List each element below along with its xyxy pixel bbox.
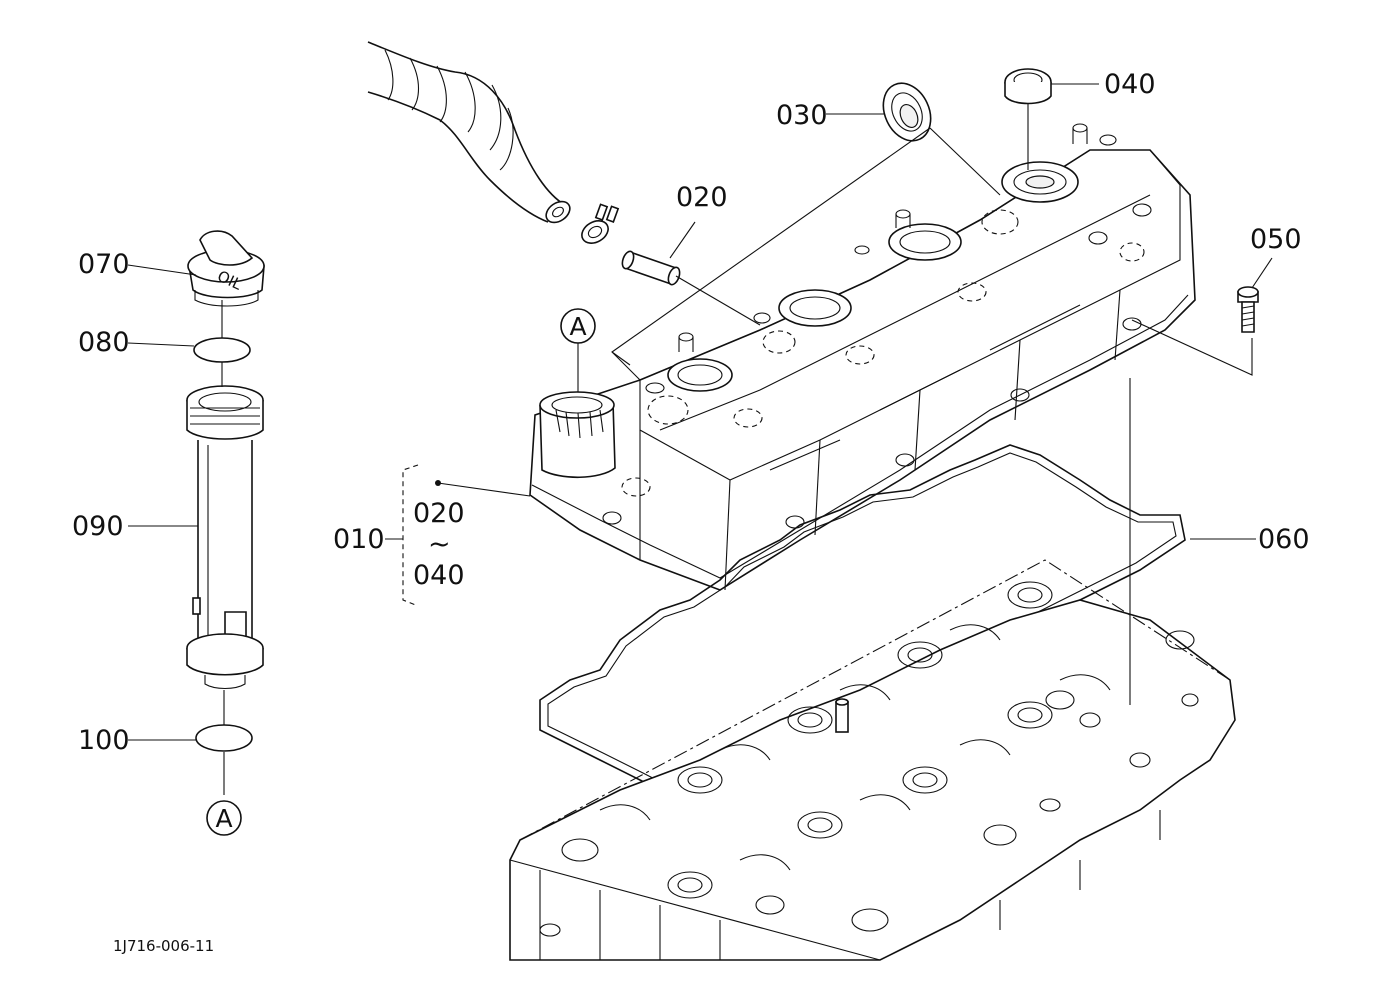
oil-filler-cap: OIL: [187, 230, 265, 307]
oil-filler-tube: [186, 385, 264, 690]
leader-lines: [127, 83, 1273, 795]
seal-030: [882, 82, 932, 142]
part-labels: 070 080 090 100 020 030 040 050 060 010 …: [72, 69, 1310, 756]
label-060: 060: [1258, 524, 1310, 555]
hose-clamp: [581, 203, 620, 244]
drawing-code: 1J716-006-11: [113, 937, 214, 955]
label-030: 030: [776, 100, 828, 131]
range-to: 040: [413, 560, 465, 591]
svg-text:A: A: [569, 312, 586, 341]
callout-a-bottom: A: [206, 800, 242, 836]
label-070: 070: [78, 249, 130, 280]
svg-text:A: A: [215, 804, 232, 833]
label-090: 090: [72, 511, 124, 542]
cylinder-head: [509, 559, 1236, 961]
o-ring-100: [195, 724, 253, 752]
label-010: 010: [333, 524, 385, 555]
label-020: 020: [676, 182, 728, 213]
label-040: 040: [1104, 69, 1156, 100]
label-050: 050: [1250, 224, 1302, 255]
cover-bolt: [1237, 286, 1259, 333]
range-separator: ~: [428, 529, 451, 560]
callout-a-top: A: [560, 308, 596, 344]
label-100: 100: [78, 725, 130, 756]
valve-cover: [529, 123, 1196, 591]
breather-hose: [367, 41, 571, 224]
seal-040: [1004, 68, 1052, 105]
o-ring-080: [193, 337, 251, 363]
label-080: 080: [78, 327, 130, 358]
leader-dot: [435, 480, 441, 486]
range-from: 020: [413, 498, 465, 529]
